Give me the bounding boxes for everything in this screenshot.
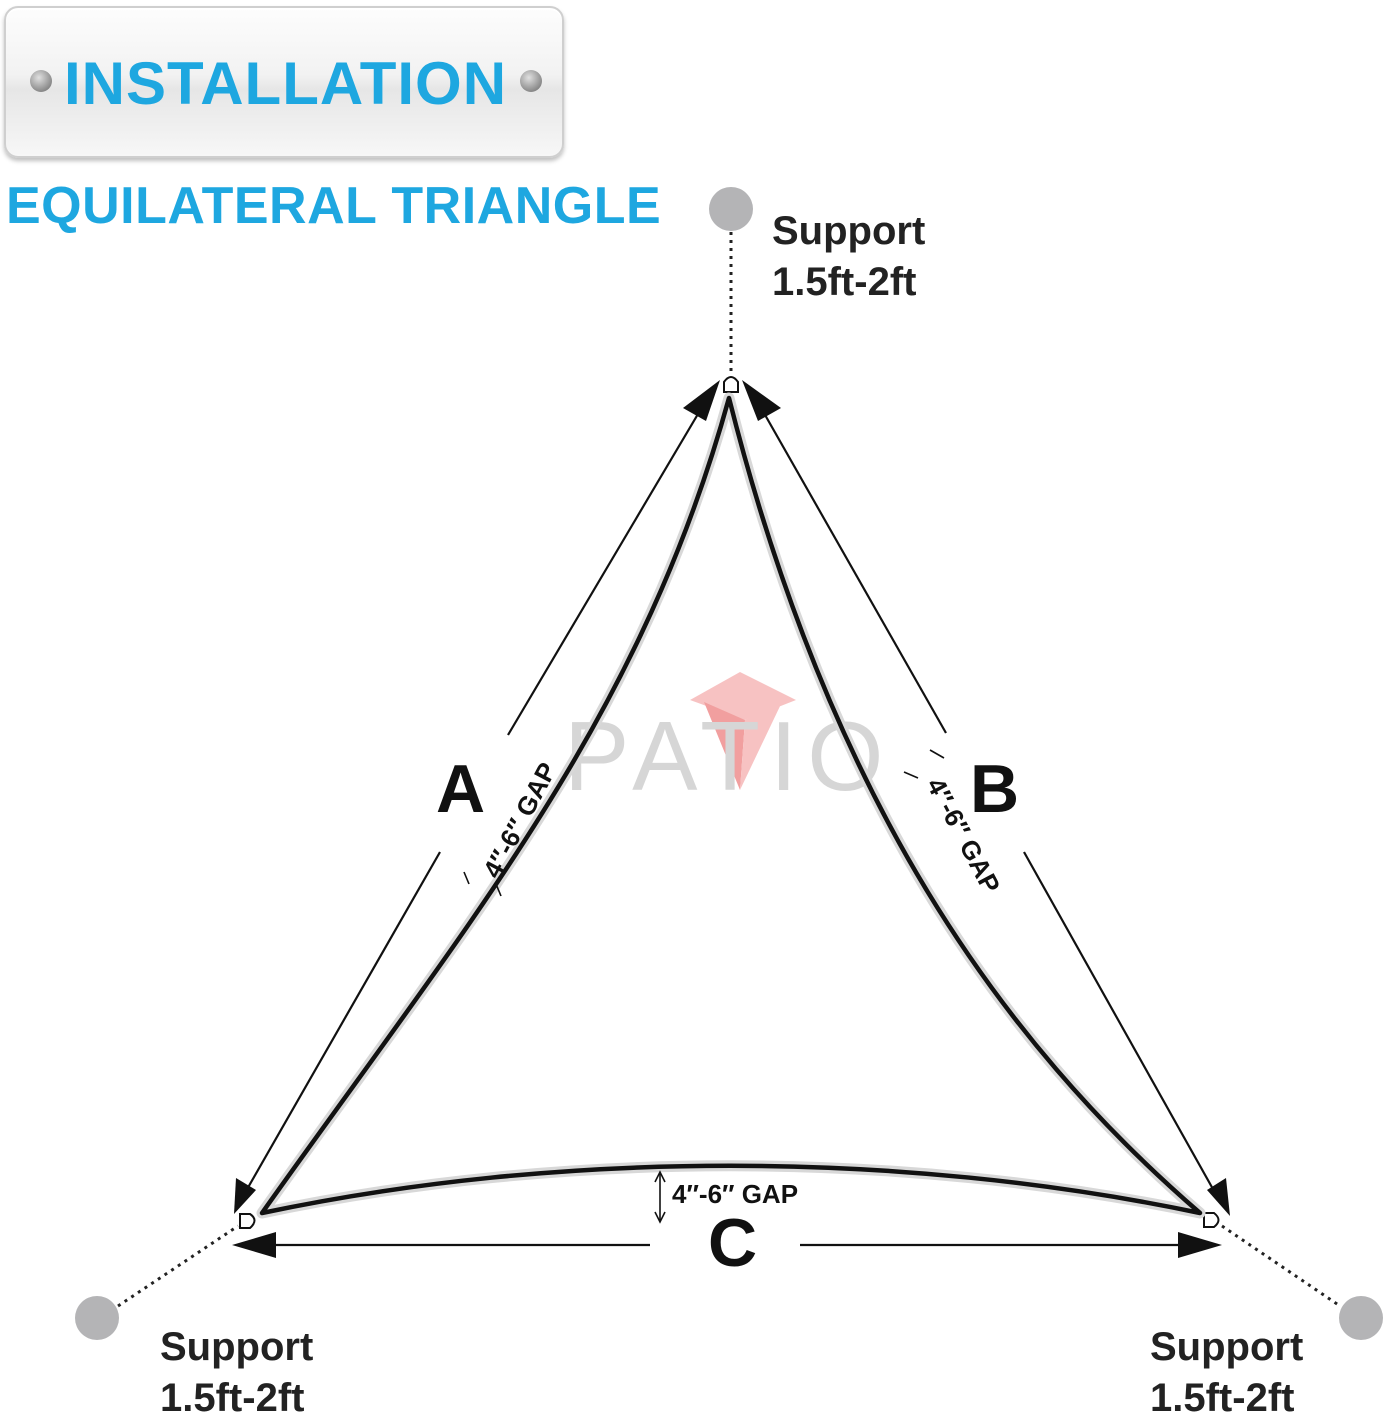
diagram-subtitle: EQUILATERAL TRIANGLE [6, 177, 662, 235]
plate-title: INSTALLATION [64, 50, 508, 117]
arrowhead-c-left [232, 1232, 276, 1258]
arrowhead-a-top [683, 380, 720, 421]
gap-marker-c [654, 1170, 666, 1224]
support-dot-top [709, 187, 753, 231]
gap-marker-b [903, 749, 945, 779]
shade-sail [256, 392, 1206, 1219]
dimension-arrow-a [241, 391, 712, 1199]
support-distance: 1.5ft-2ft [772, 260, 917, 305]
watermark-text: PATIO [564, 701, 894, 811]
support-label-left: Support 1.5ft-2ft [160, 1322, 313, 1424]
screw-icon [520, 70, 542, 92]
support-title: Support [160, 1325, 314, 1369]
d-ring-left [239, 1213, 256, 1229]
screw-icon [30, 70, 52, 92]
d-ring-right [1203, 1212, 1220, 1228]
side-label-b: B [970, 751, 1019, 827]
installation-plate: INSTALLATION [4, 6, 564, 158]
gap-label-c: 4″-6″ GAP [672, 1179, 798, 1209]
support-dot-left [75, 1296, 119, 1340]
gap-marker-a [463, 871, 502, 897]
d-ring-top [723, 376, 739, 393]
arrowhead-b-top [742, 380, 781, 421]
support-distance: 1.5ft-2ft [160, 1376, 305, 1421]
arrowhead-c-right [1178, 1232, 1222, 1258]
support-distance: 1.5ft-2ft [1150, 1376, 1295, 1421]
support-label-top: Support 1.5ft-2ft [772, 206, 925, 308]
dimension-arrow-b [751, 391, 1219, 1199]
gap-label-a: 4″-6″ GAP [477, 757, 563, 882]
side-label-c: C [708, 1205, 757, 1281]
tie-line-left [117, 1224, 239, 1308]
side-label-a: A [436, 751, 485, 827]
support-label-right: Support 1.5ft-2ft [1150, 1322, 1303, 1424]
arrowhead-a-bottom [234, 1178, 256, 1214]
support-title: Support [772, 209, 926, 253]
arrowhead-b-bottom [1207, 1178, 1230, 1216]
patio-watermark: PATIO [564, 672, 894, 811]
support-title: Support [1150, 1325, 1304, 1369]
support-dot-right [1339, 1296, 1383, 1340]
tie-line-right [1221, 1224, 1341, 1308]
